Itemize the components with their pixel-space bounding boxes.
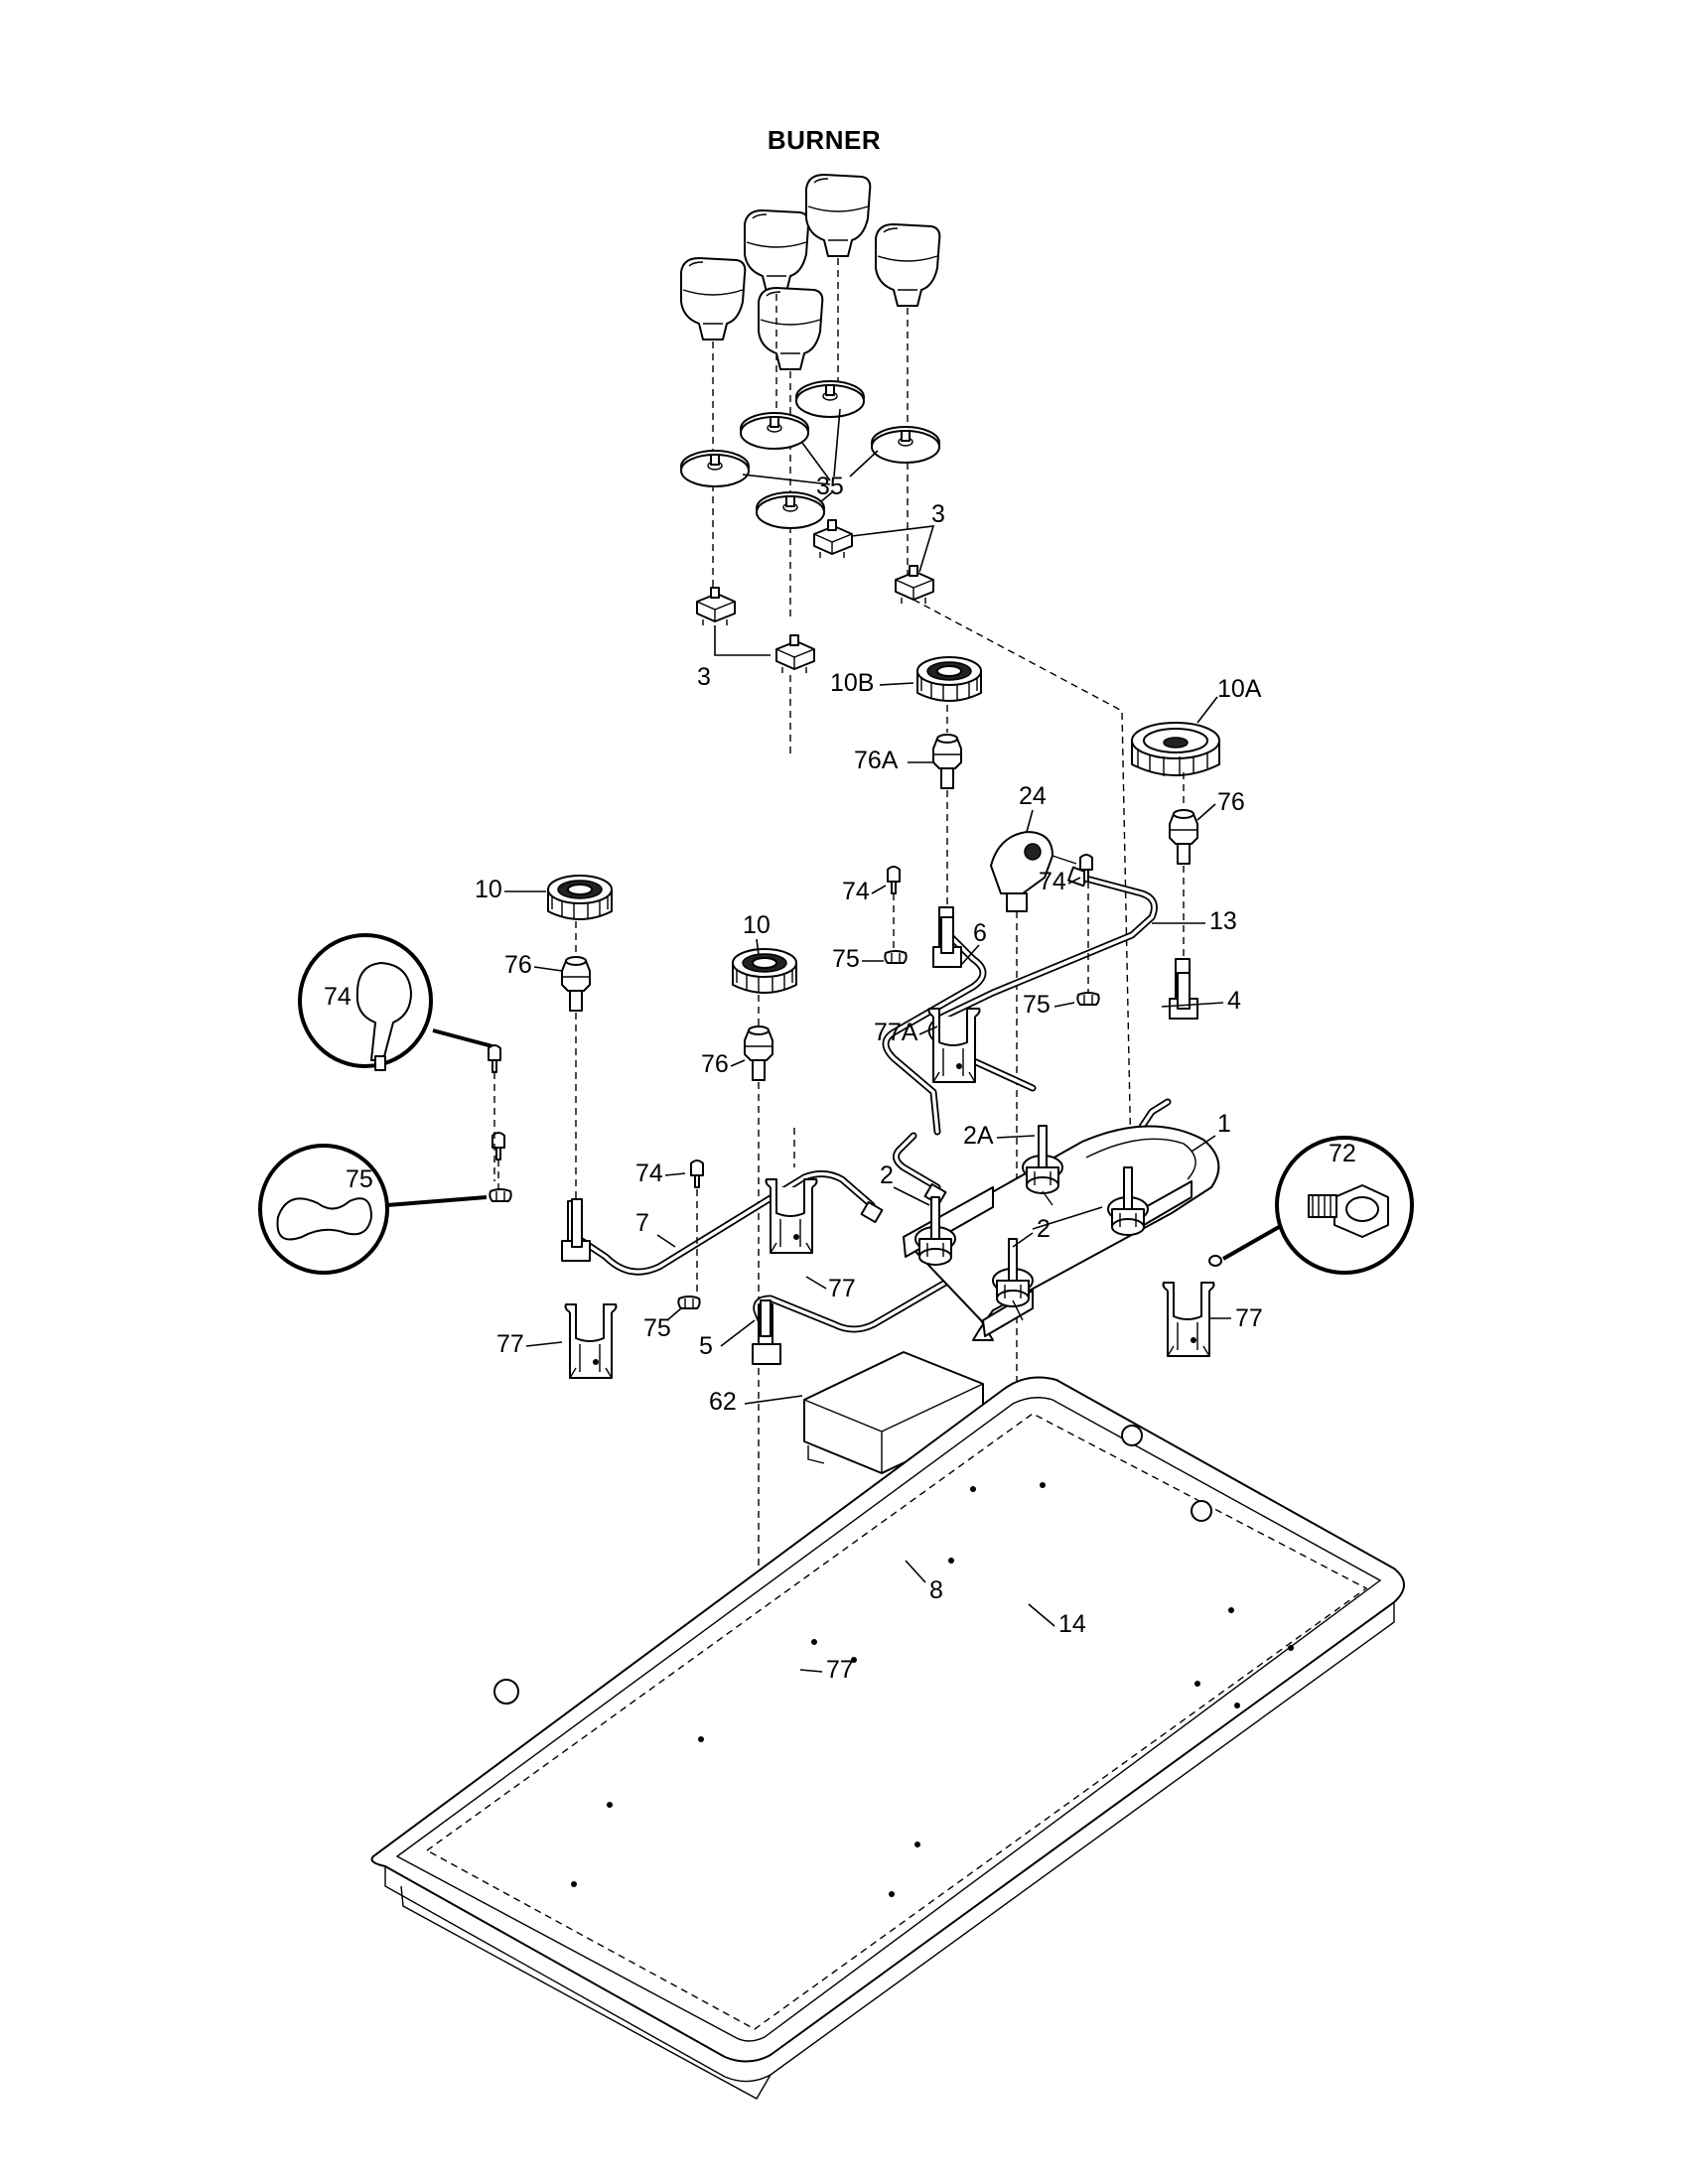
- part-label: 10A: [1217, 675, 1262, 703]
- part-label: 74: [635, 1160, 663, 1187]
- part-label: 3: [697, 663, 711, 691]
- part-label: 24: [1019, 782, 1047, 810]
- part-label: 76: [1217, 788, 1245, 816]
- part-label: 76A: [854, 747, 899, 774]
- knob-clip: [813, 519, 853, 559]
- knob-bezel: [871, 426, 940, 464]
- callout-label-72: 72: [1329, 1140, 1356, 1167]
- part-label: 76: [701, 1050, 729, 1078]
- part-label: 8: [929, 1576, 943, 1604]
- part-label: 4: [1227, 987, 1241, 1015]
- knob-clip: [696, 587, 736, 626]
- burner-bracket-77: [564, 1303, 618, 1379]
- part-label: 77A: [874, 1019, 918, 1046]
- part-label: 74: [842, 878, 870, 905]
- part-label: 6: [973, 919, 987, 947]
- part-label: 77: [1235, 1304, 1263, 1332]
- clip-75: [489, 1188, 512, 1202]
- pin-74: [690, 1160, 704, 1188]
- knob-clip: [895, 565, 934, 605]
- orifice-holder-76a: [932, 734, 962, 789]
- part-label: 1: [1217, 1110, 1231, 1138]
- burner-head-10a: [1131, 722, 1220, 777]
- pipe-nut: [860, 1200, 884, 1224]
- callout-label-75: 75: [346, 1165, 373, 1193]
- orifice-holder-76: [561, 956, 591, 1012]
- control-knob: [758, 287, 824, 370]
- burner-head-10b: [916, 656, 982, 702]
- clip-75: [1076, 992, 1100, 1006]
- burner-valve-2: [914, 1196, 956, 1266]
- orifice-holder-76: [1169, 809, 1198, 865]
- part-label: 35: [816, 473, 844, 500]
- part-label: 77: [826, 1656, 854, 1684]
- part-label: 74: [1039, 868, 1066, 895]
- pin-74: [887, 866, 901, 894]
- callout-74-detail: 74: [298, 933, 493, 1071]
- burner-head-10-center: [732, 948, 797, 994]
- part-label: 10: [743, 911, 771, 939]
- part-label: 3: [931, 500, 945, 528]
- clip-75: [884, 950, 908, 964]
- knob-clip: [775, 634, 815, 674]
- part-label: 2A: [963, 1122, 994, 1150]
- knob-bezel: [740, 412, 809, 450]
- part-label: 77: [496, 1330, 524, 1358]
- thermocouple-24: [990, 831, 1077, 912]
- callout-label-74: 74: [324, 983, 351, 1011]
- burner-head-10-left: [547, 875, 613, 920]
- gas-manifold: [903, 1125, 1220, 1341]
- part-label: 2: [880, 1161, 894, 1189]
- callout-72-detail: 72: [1222, 1136, 1414, 1275]
- part-label: 14: [1058, 1610, 1086, 1638]
- callout-75-detail: 75: [258, 1144, 488, 1275]
- part-label: 5: [699, 1332, 713, 1360]
- knob-bezel: [756, 491, 825, 529]
- part-label: 10: [475, 876, 502, 903]
- control-knob: [875, 223, 941, 307]
- knob-bezel: [680, 450, 750, 487]
- part-label: 77: [828, 1275, 856, 1302]
- clip-75: [677, 1296, 701, 1309]
- control-knob: [680, 257, 747, 341]
- cooktop-frame: [370, 1376, 1405, 2100]
- control-knob: [744, 209, 810, 293]
- part-label: 62: [709, 1388, 737, 1416]
- control-knob: [805, 174, 872, 257]
- part-label: 75: [643, 1314, 671, 1342]
- page-title: BURNER: [767, 125, 882, 155]
- part-label: 13: [1209, 907, 1237, 935]
- burner-bracket-77: [765, 1178, 818, 1254]
- part-label: 75: [1023, 991, 1051, 1019]
- part-label: 75: [832, 945, 860, 973]
- burner-bracket-77: [1162, 1282, 1215, 1357]
- part-label: 2: [1037, 1215, 1051, 1243]
- pilot-post: [571, 916, 1191, 1337]
- orifice-holder-76: [744, 1025, 773, 1081]
- part-label: 10B: [830, 669, 874, 697]
- knob-bezel: [795, 380, 865, 418]
- screw-72: [1208, 1255, 1222, 1267]
- burner-bracket-77a: [927, 1008, 981, 1083]
- part-label: 76: [504, 951, 532, 979]
- part-label: 7: [635, 1209, 649, 1237]
- pin-74-side: [488, 1044, 501, 1073]
